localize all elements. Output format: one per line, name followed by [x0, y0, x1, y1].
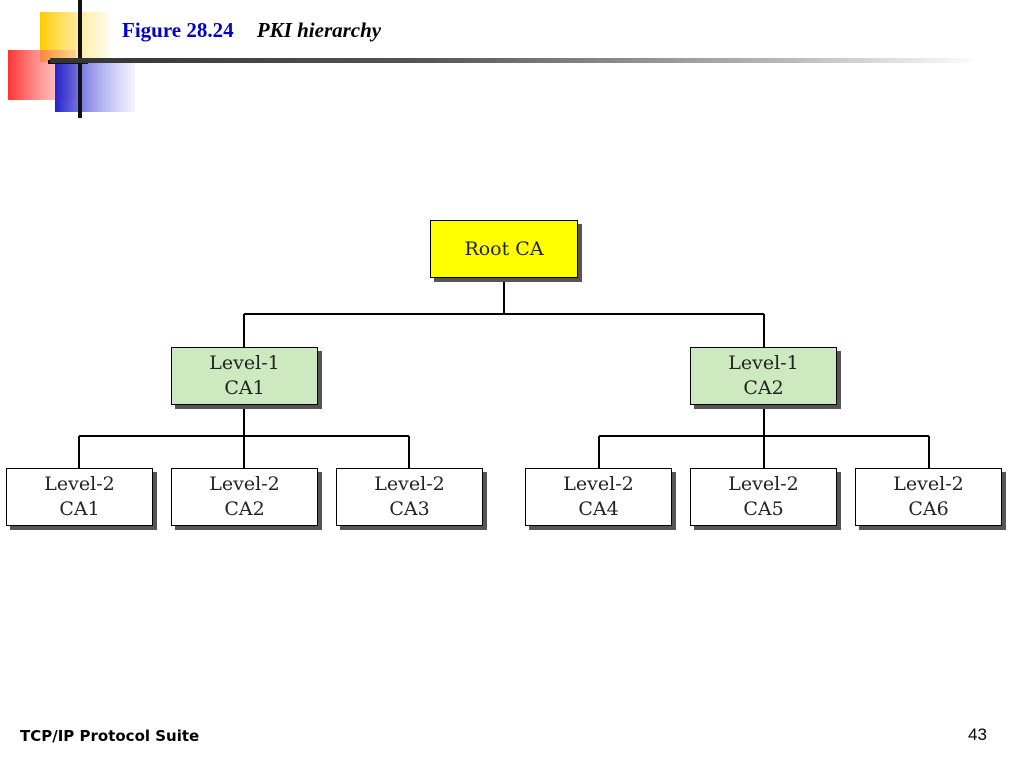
node-line1: Level-2 [209, 473, 280, 495]
node-line1: Level-2 [893, 473, 964, 495]
node-line1: Level-2 [44, 473, 115, 495]
title-rule [50, 58, 980, 63]
level2-ca3-node: Level-2 CA3 [336, 468, 483, 526]
node-line2: CA2 [224, 498, 265, 520]
root-ca-node: Root CA [430, 220, 578, 278]
page-number: 43 [968, 725, 987, 744]
node-line2: CA4 [578, 498, 619, 520]
node-line2: CA1 [224, 377, 265, 399]
node-line1: Level-1 [728, 352, 799, 374]
node-line2: CA3 [389, 498, 430, 520]
figure-label: Figure 28.24 [122, 18, 234, 42]
node-line1: Level-2 [374, 473, 445, 495]
root-ca-label: Root CA [464, 237, 544, 260]
node-line2: CA1 [59, 498, 100, 520]
node-line1: Level-2 [563, 473, 634, 495]
node-line1: Level-2 [728, 473, 799, 495]
node-line2: CA2 [743, 377, 784, 399]
figure-title: PKI hierarchy [256, 18, 382, 42]
node-line1: Level-1 [209, 352, 280, 374]
level2-ca2-node: Level-2 CA2 [171, 468, 318, 526]
level1-ca2-node: Level-1 CA2 [690, 347, 837, 405]
node-line2: CA5 [743, 498, 784, 520]
level2-ca5-node: Level-2 CA5 [690, 468, 837, 526]
level2-ca6-node: Level-2 CA6 [855, 468, 1002, 526]
figure-heading: Figure 28.24 PKI hierarchy [122, 18, 381, 43]
level2-ca4-node: Level-2 CA4 [525, 468, 672, 526]
node-line2: CA6 [908, 498, 949, 520]
footer-suite-title: TCP/IP Protocol Suite [20, 727, 200, 745]
level2-ca1-node: Level-2 CA1 [6, 468, 153, 526]
level1-ca1-node: Level-1 CA1 [171, 347, 318, 405]
